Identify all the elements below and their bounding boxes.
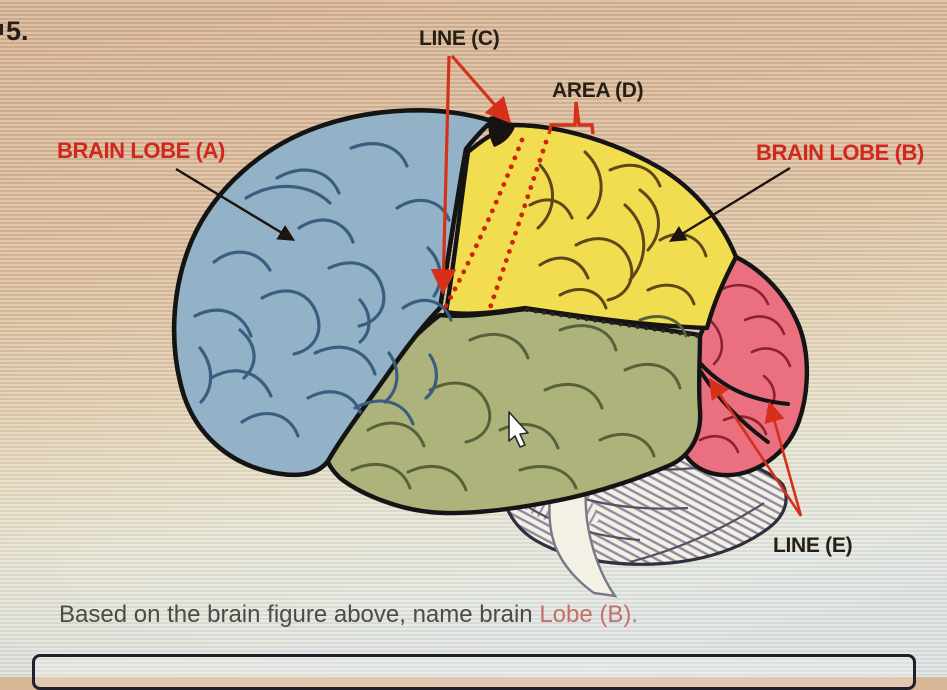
occipital-gyri [698,283,792,454]
question-text-prefix: Based on the brain figure above, name br… [59,601,540,628]
label-line-c: LINE (C) [419,27,499,50]
arrow-line-e-1 [708,377,803,517]
arrow-line-c-2 [430,55,457,295]
temporal-lobe [325,306,703,516]
label-brain-lobe-b: BRAIN LOBE (B) [756,140,924,165]
area-d-bracket [547,101,595,135]
annotation-arrows [175,54,803,517]
label-area-d: AREA (D) [552,79,643,102]
question-text-highlight: Lobe (B). [539,601,639,628]
black-dotted-line [525,308,700,338]
arrow-lobe-b [668,166,791,242]
mouse-pointer-icon [508,411,529,448]
label-brain-lobe-a: BRAIN LOBE (A) [57,138,225,163]
question-text: Based on the brain figure above, name br… [59,601,919,629]
arrow-line-c-1 [450,54,512,124]
parietal-gyri [528,150,708,310]
arrow-line-e-2 [764,401,803,517]
parietal-lobe [443,122,739,331]
arrow-lobe-a [175,167,296,241]
parietal-lobe-shape [443,122,739,331]
central-sulcus-gap [488,116,515,147]
label-line-e: LINE (E) [773,534,852,557]
question-number: 5. [6,16,29,46]
answer-input[interactable] [32,654,916,690]
temporal-gyri [350,315,688,492]
temporal-lobe-shape [325,306,703,516]
clipped-digit-fragment [0,24,3,35]
red-dotted-line-right [487,139,549,311]
